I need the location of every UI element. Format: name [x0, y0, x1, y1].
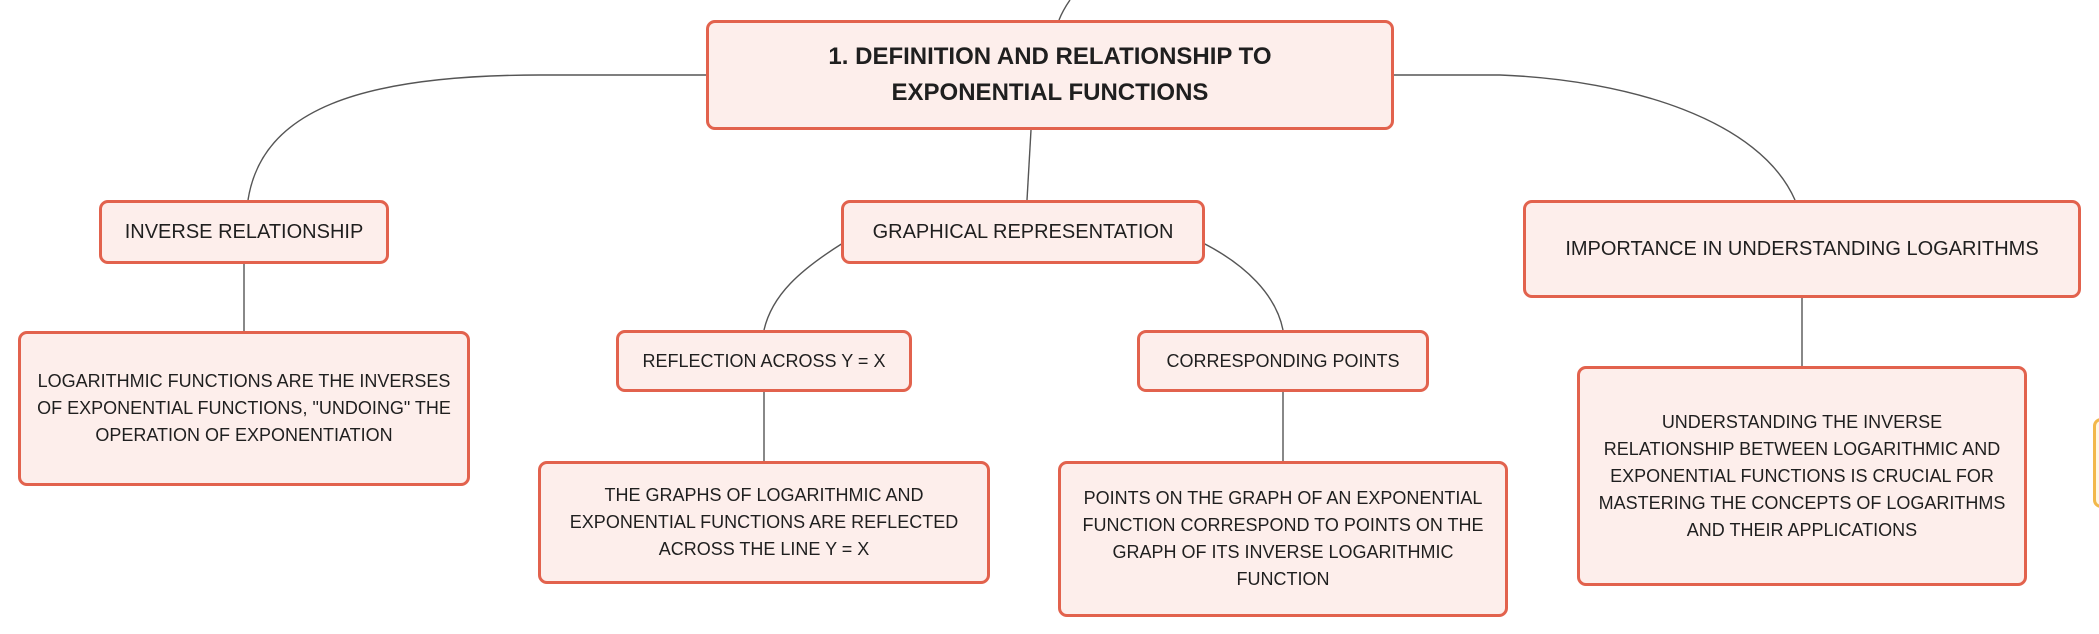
- connector-graphical-to-corresponding: [1202, 242, 1284, 331]
- connector-parent-to-root: [1058, 0, 1071, 21]
- detail-node-reflection[interactable]: THE GRAPHS OF LOGARITHMIC AND EXPONENTIA…: [538, 461, 990, 584]
- branch-node-graphical-representation[interactable]: GRAPHICAL REPRESENTATION: [841, 200, 1205, 264]
- subtopic-node-reflection[interactable]: REFLECTION ACROSS Y = X: [616, 330, 912, 392]
- branch-node-importance[interactable]: IMPORTANCE IN UNDERSTANDING LOGARITHMS: [1523, 200, 2081, 298]
- subtopic-node-corresponding-points[interactable]: CORRESPONDING POINTS: [1137, 330, 1429, 392]
- connector-root-to-importance: [1394, 74, 1796, 201]
- subtopic-label: REFLECTION ACROSS Y = X: [642, 351, 886, 371]
- detail-text: POINTS ON THE GRAPH OF AN EXPONENTIAL FU…: [1082, 488, 1484, 589]
- detail-text: UNDERSTANDING THE INVERSE RELATIONSHIP B…: [1598, 411, 2006, 540]
- branch-label: IMPORTANCE IN UNDERSTANDING LOGARITHMS: [1565, 238, 2039, 260]
- detail-node-corresponding-points[interactable]: POINTS ON THE GRAPH OF AN EXPONENTIAL FU…: [1058, 461, 1508, 617]
- offscreen-node-edge[interactable]: [2093, 418, 2099, 508]
- connector-graphical-to-reflection: [763, 242, 844, 331]
- connector-root-to-inverse-relationship: [247, 74, 706, 201]
- detail-node-importance[interactable]: UNDERSTANDING THE INVERSE RELATIONSHIP B…: [1577, 366, 2027, 586]
- branch-node-inverse-relationship[interactable]: INVERSE RELATIONSHIP: [99, 200, 389, 264]
- subtopic-label: CORRESPONDING POINTS: [1166, 351, 1400, 371]
- detail-text: LOGARITHMIC FUNCTIONS ARE THE INVERSES O…: [37, 371, 451, 445]
- detail-text: THE GRAPHS OF LOGARITHMIC AND EXPONENTIA…: [569, 485, 959, 559]
- root-topic-node[interactable]: 1. DEFINITION AND RELATIONSHIP TO EXPONE…: [706, 20, 1394, 130]
- branch-label: INVERSE RELATIONSHIP: [124, 221, 364, 243]
- root-topic-text: 1. DEFINITION AND RELATIONSHIP TO EXPONE…: [828, 43, 1272, 106]
- connector-root-to-graphical-representation: [1026, 129, 1032, 201]
- detail-node-inverse-relationship[interactable]: LOGARITHMIC FUNCTIONS ARE THE INVERSES O…: [18, 331, 470, 486]
- branch-label: GRAPHICAL REPRESENTATION: [872, 221, 1174, 243]
